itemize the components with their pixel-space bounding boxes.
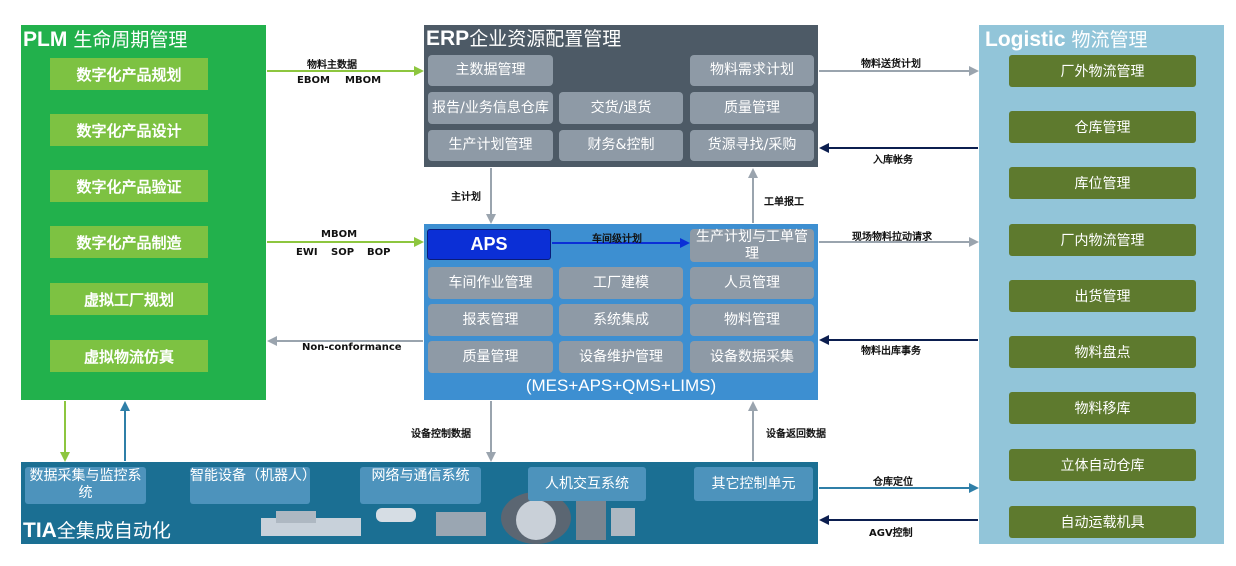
mes-item-reports[interactable]: 报表管理 xyxy=(428,304,553,336)
mes-item-quality[interactable]: 质量管理 xyxy=(428,341,553,373)
plm-item-virtual-logistics[interactable]: 虚拟物流仿真 xyxy=(50,340,208,372)
plm-item-product-manufacturing[interactable]: 数字化产品制造 xyxy=(50,226,208,258)
mes-subtitle: (MES+APS+QMS+LIMS) xyxy=(525,376,717,395)
logistic-item-warehouse[interactable]: 仓库管理 xyxy=(1009,111,1196,143)
erp-item-delivery-return[interactable]: 交货/退货 xyxy=(559,92,683,124)
plm-panel: PLM 生命周期管理 数字化产品规划 数字化产品设计 数字化产品验证 数字化产品… xyxy=(21,25,266,400)
erp-item-production-planning[interactable]: 生产计划管理 xyxy=(428,130,553,161)
label-material-outbound: 物料出库事务 xyxy=(861,346,921,357)
mes-item-system-integration[interactable]: 系统集成 xyxy=(559,304,683,336)
logistic-item-location[interactable]: 库位管理 xyxy=(1009,167,1196,199)
label-work-order-report: 工单报工 xyxy=(764,197,804,208)
erp-item-mrp[interactable]: 物料需求计划 xyxy=(690,55,814,86)
erp-title: ERP企业资源配置管理 xyxy=(426,27,622,51)
label-equipment-return-data: 设备返回数据 xyxy=(766,429,826,440)
label-equipment-control-data: 设备控制数据 xyxy=(411,429,471,440)
erp-item-quality[interactable]: 质量管理 xyxy=(690,92,814,124)
label-material-master: 物料主数据 xyxy=(307,60,357,71)
tia-item-smart-equipment[interactable]: 智能设备（机器人） xyxy=(190,467,316,504)
tia-panel: 数据采集与监控系统 智能设备（机器人） 网络与通信系统 人机交互系统 其它控制单… xyxy=(21,462,818,544)
label-mbom: MBOM xyxy=(321,229,358,240)
label-mbom-top: MBOM xyxy=(345,75,382,86)
mes-item-equipment-data[interactable]: 设备数据采集 xyxy=(690,341,814,373)
erp-item-finance-control[interactable]: 财务&控制 xyxy=(559,130,683,161)
erp-panel: ERP企业资源配置管理 主数据管理 物料需求计划 报告/业务信息仓库 交货/退货… xyxy=(424,25,818,167)
logistic-panel: Logistic 物流管理 厂外物流管理 仓库管理 库位管理 厂内物流管理 出货… xyxy=(979,25,1224,544)
plm-item-product-design[interactable]: 数字化产品设计 xyxy=(50,114,208,146)
logistic-item-shipping[interactable]: 出货管理 xyxy=(1009,280,1196,312)
mes-item-production-plan-workorder[interactable]: 生产计划与工单管理 xyxy=(690,229,814,262)
logistic-item-external[interactable]: 厂外物流管理 xyxy=(1009,55,1196,87)
label-agv-control: AGV控制 xyxy=(869,528,913,539)
logistic-item-agv[interactable]: 自动运载机具 xyxy=(1009,506,1196,538)
mes-item-equipment-maintenance[interactable]: 设备维护管理 xyxy=(559,341,683,373)
erp-item-report-warehouse[interactable]: 报告/业务信息仓库 xyxy=(428,92,553,124)
mes-item-material[interactable]: 物料管理 xyxy=(690,304,814,336)
label-warehouse-positioning: 仓库定位 xyxy=(873,477,913,488)
tia-item-scada[interactable]: 数据采集与监控系统 xyxy=(25,467,146,504)
tia-item-other-control[interactable]: 其它控制单元 xyxy=(694,467,813,501)
mes-item-workshop-operation[interactable]: 车间作业管理 xyxy=(428,267,553,299)
logistic-item-internal[interactable]: 厂内物流管理 xyxy=(1009,224,1196,256)
tia-title: TIA全集成自动化 xyxy=(23,519,171,543)
label-bop: BOP xyxy=(367,247,391,258)
mes-item-factory-modeling[interactable]: 工厂建模 xyxy=(559,267,683,299)
tia-item-hmi[interactable]: 人机交互系统 xyxy=(528,467,646,501)
mes-panel: APS 生产计划与工单管理 车间作业管理 工厂建模 人员管理 报表管理 系统集成… xyxy=(424,224,818,400)
label-workshop-plan: 车间级计划 xyxy=(592,234,642,245)
label-non-conformance: Non-conformance xyxy=(302,342,402,353)
plm-item-product-verification[interactable]: 数字化产品验证 xyxy=(50,170,208,202)
label-material-delivery-plan: 物料送货计划 xyxy=(861,59,921,70)
logistic-item-inventory-count[interactable]: 物料盘点 xyxy=(1009,336,1196,368)
plm-item-product-planning[interactable]: 数字化产品规划 xyxy=(50,58,208,90)
label-onsite-pull-request: 现场物料拉动请求 xyxy=(852,232,932,243)
label-ebom: EBOM xyxy=(297,75,330,86)
erp-item-sourcing-purchase[interactable]: 货源寻找/采购 xyxy=(690,130,814,161)
logistic-item-auto-warehouse[interactable]: 立体自动仓库 xyxy=(1009,449,1196,481)
mes-item-personnel[interactable]: 人员管理 xyxy=(690,267,814,299)
erp-item-master-data[interactable]: 主数据管理 xyxy=(428,55,553,86)
plm-item-virtual-factory[interactable]: 虚拟工厂规划 xyxy=(50,283,208,315)
plm-title: PLM 生命周期管理 xyxy=(23,28,188,52)
label-sop: SOP xyxy=(331,247,355,258)
label-master-plan: 主计划 xyxy=(451,192,481,203)
tia-item-network[interactable]: 网络与通信系统 xyxy=(360,467,481,504)
label-ewi: EWI xyxy=(296,247,318,258)
label-inbound-account: 入库帐务 xyxy=(873,155,913,166)
logistic-title: Logistic 物流管理 xyxy=(985,28,1148,52)
logistic-item-transfer[interactable]: 物料移库 xyxy=(1009,392,1196,424)
aps-button[interactable]: APS xyxy=(427,229,551,260)
